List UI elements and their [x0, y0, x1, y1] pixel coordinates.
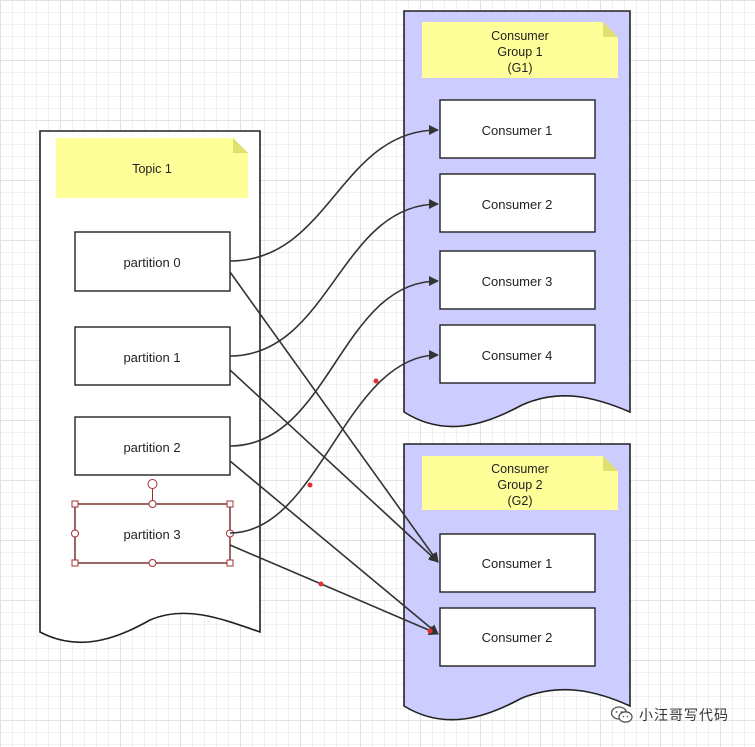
consumer-label: Consumer 1 — [482, 123, 553, 138]
partition-0[interactable]: partition 0 — [74, 231, 231, 292]
consumer-label: Consumer 3 — [482, 274, 553, 289]
arrow-p3-g2c2[interactable] — [229, 544, 439, 636]
arrow-p0-g2c1[interactable] — [229, 271, 439, 563]
waypoint-markers[interactable] — [307, 378, 433, 634]
partition-label: partition 0 — [123, 255, 180, 270]
topic-note: Topic 1 — [56, 138, 248, 198]
wechat-icon — [610, 706, 633, 724]
g1-consumer-2[interactable]: Consumer 2 — [439, 173, 596, 233]
selection-handles[interactable] — [71, 479, 234, 567]
partition-1[interactable]: partition 1 — [74, 326, 231, 386]
waypoint-dot[interactable] — [318, 581, 324, 587]
resize-handle[interactable] — [226, 500, 234, 508]
topic-title: Topic 1 — [132, 162, 172, 176]
partition-label: partition 3 — [123, 527, 180, 542]
arrow-p2-g1c3[interactable] — [229, 276, 439, 447]
consumer-label: Consumer 2 — [482, 630, 553, 645]
partition-label: partition 2 — [123, 440, 180, 455]
group1-title-line: Consumer — [491, 29, 549, 43]
g1-consumer-3[interactable]: Consumer 3 — [439, 250, 596, 310]
group2-note: Consumer Group 2 (G2) — [422, 456, 618, 510]
arrow-p2-g2c2[interactable] — [229, 460, 439, 635]
resize-handle[interactable] — [71, 559, 79, 567]
arrow-p0-g1c1[interactable] — [229, 125, 439, 262]
arrow-p1-g1c2[interactable] — [229, 199, 439, 357]
g2-consumer-1[interactable]: Consumer 1 — [439, 533, 596, 593]
partition-3[interactable]: partition 3 — [74, 503, 231, 564]
g1-consumer-4[interactable]: Consumer 4 — [439, 324, 596, 384]
resize-handle[interactable] — [148, 559, 157, 567]
consumer-group-1[interactable]: Consumer Group 1 (G1) Consumer 1 Consume… — [403, 10, 631, 428]
waypoint-dot[interactable] — [427, 628, 433, 634]
g1-consumer-1[interactable]: Consumer 1 — [439, 99, 596, 159]
group2-title-line: Consumer — [491, 462, 549, 476]
watermark-text: 小汪哥写代码 — [639, 707, 729, 723]
arrow-p3-g1c4[interactable] — [229, 350, 439, 534]
partition-label: partition 1 — [123, 350, 180, 365]
group1-title-line: (G1) — [508, 61, 533, 75]
waypoint-dot[interactable] — [307, 482, 313, 488]
consumer-label: Consumer 4 — [482, 348, 553, 363]
partition-2[interactable]: partition 2 — [74, 416, 231, 476]
group1-title-line: Group 1 — [497, 45, 542, 59]
group1-note: Consumer Group 1 (G1) — [422, 22, 618, 78]
consumer-group-2[interactable]: Consumer Group 2 (G2) Consumer 1 Consume… — [403, 443, 631, 721]
rotate-handle[interactable] — [147, 479, 158, 489]
arrow-p1-g2c1[interactable] — [229, 369, 439, 563]
g2-consumer-2[interactable]: Consumer 2 — [439, 607, 596, 667]
resize-handle[interactable] — [226, 559, 234, 567]
group2-title-line: (G2) — [508, 494, 533, 508]
watermark: 小汪哥写代码 — [610, 705, 729, 725]
resize-handle[interactable] — [71, 500, 79, 508]
resize-handle[interactable] — [148, 500, 157, 508]
waypoint-dot[interactable] — [373, 378, 379, 384]
group2-title-line: Group 2 — [497, 478, 542, 492]
resize-handle[interactable] — [71, 529, 79, 538]
consumer-label: Consumer 2 — [482, 197, 553, 212]
consumer-label: Consumer 1 — [482, 556, 553, 571]
